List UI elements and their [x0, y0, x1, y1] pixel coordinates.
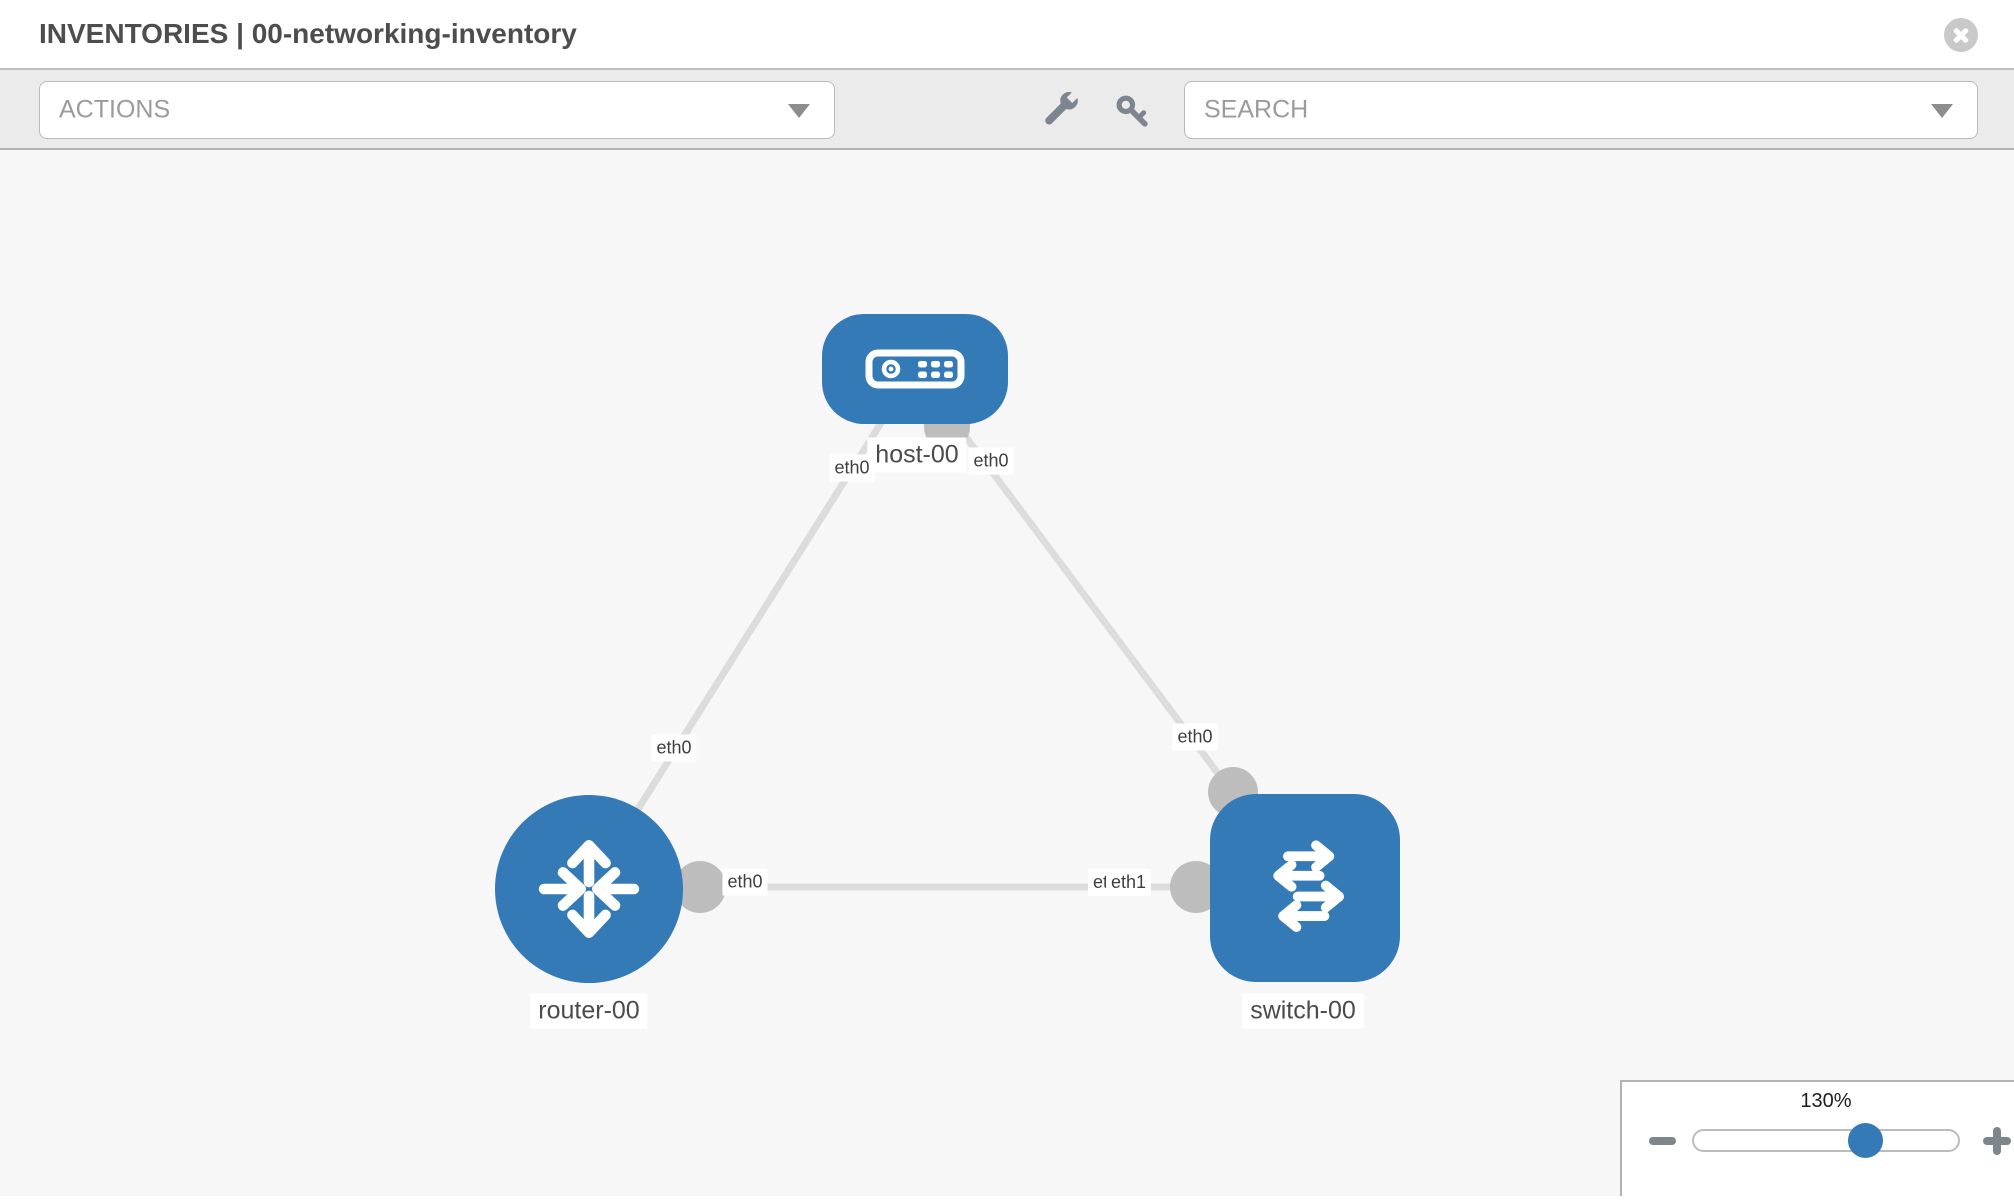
close-button[interactable] [1944, 18, 1978, 52]
iface-label-host-eth0-left: eth0 [829, 454, 875, 482]
chevron-down-icon [1931, 104, 1953, 118]
topology-canvas[interactable]: host-00 router-00 switch-00 eth0 eth0 et… [0, 150, 2014, 1196]
search-dropdown[interactable]: SEARCH [1184, 81, 1978, 139]
iface-label-router-eth0-right: eth0 [722, 868, 768, 896]
header: INVENTORIES | 00-networking-inventory [0, 0, 2014, 70]
credentials-button[interactable] [1112, 92, 1152, 132]
interface-dot-switch-left [1170, 861, 1222, 913]
node-label-host: host-00 [867, 437, 967, 473]
zoom-level-value: 130% [1800, 1090, 1852, 1112]
interface-dot-router [674, 861, 726, 913]
zoom-control-panel: 130% [1620, 1080, 2014, 1196]
links-layer [586, 366, 1306, 913]
configure-tools-button[interactable] [1042, 91, 1082, 132]
host-icon [865, 349, 965, 389]
toolbar: ACTIONS SEARCH [0, 70, 2014, 150]
node-switch-00[interactable] [1210, 794, 1400, 982]
key-icon [1116, 95, 1148, 127]
page-title: INVENTORIES | 00-networking-inventory [39, 18, 577, 49]
chevron-down-icon [788, 104, 810, 118]
close-icon [1944, 18, 1978, 52]
router-icon [538, 840, 640, 938]
zoom-slider-track[interactable] [1692, 1129, 1960, 1152]
node-router-00[interactable] [495, 795, 683, 983]
minus-icon [1649, 1137, 1676, 1145]
actions-dropdown-label: ACTIONS [59, 95, 171, 124]
iface-label-switch-eth1: eth1 [1106, 869, 1152, 896]
node-host-00[interactable] [822, 314, 1008, 424]
node-label-router: router-00 [530, 993, 648, 1029]
iface-label-host-eth0-right: eth0 [968, 447, 1014, 475]
zoom-out-button[interactable] [1648, 1126, 1678, 1156]
iface-label-router-eth0-top: eth0 [651, 734, 697, 762]
zoom-in-button[interactable] [1982, 1126, 2012, 1156]
search-dropdown-label: SEARCH [1204, 95, 1309, 124]
zoom-slider-thumb[interactable] [1848, 1123, 1883, 1158]
node-label-switch: switch-00 [1242, 993, 1364, 1029]
actions-dropdown[interactable]: ACTIONS [39, 81, 835, 139]
iface-label-switch-eth0-top: eth0 [1172, 723, 1218, 751]
wrench-icon [1045, 91, 1078, 125]
switch-icon [1273, 840, 1345, 932]
